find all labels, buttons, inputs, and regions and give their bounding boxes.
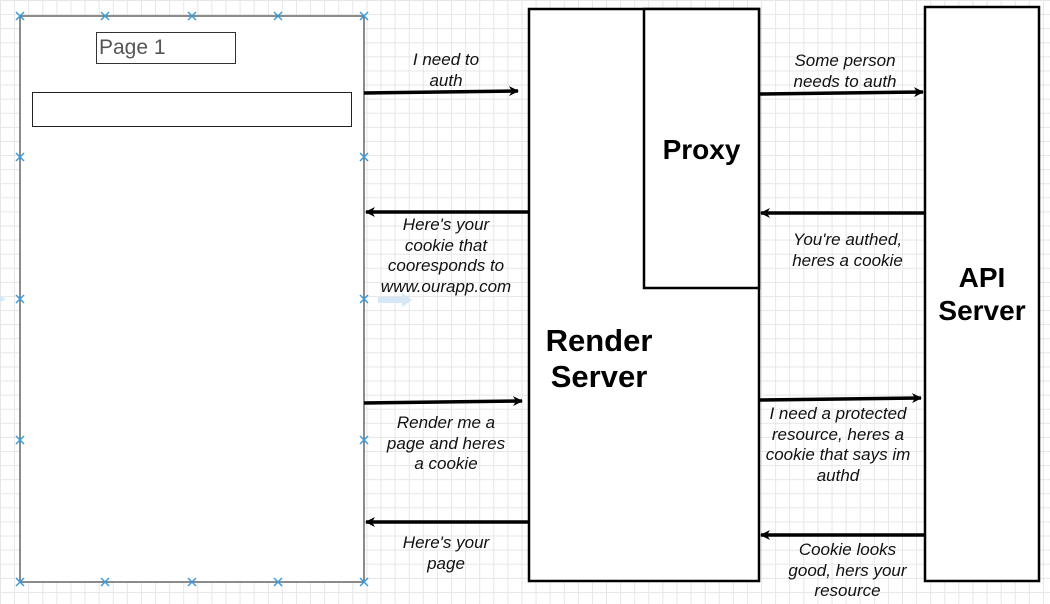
handle-left-1 <box>15 152 25 162</box>
handle-right-3 <box>359 435 369 445</box>
label-resource-response: Cookie looks good, hers your resource <box>788 540 907 600</box>
handle-bottom-3 <box>273 577 283 587</box>
arrow-someone-auth[interactable] <box>758 87 924 98</box>
page-header-bar[interactable] <box>32 92 352 127</box>
render-server-title: Render Server <box>545 323 653 394</box>
arrow-render-request[interactable] <box>363 396 523 407</box>
handle-bottom-right <box>359 577 369 587</box>
label-render-request: Render me a page and heres a cookie <box>386 413 506 473</box>
label-cookie-response: Here's your cookie that cooresponds to w… <box>380 215 512 296</box>
handle-bottom-1 <box>100 577 110 587</box>
page-title-label: Page 1 <box>99 36 166 59</box>
handle-left-2 <box>15 294 25 304</box>
handle-bottom-left <box>15 577 25 587</box>
label-someone-auth: Some person needs to auth <box>793 51 897 91</box>
selection-handles[interactable] <box>15 11 369 587</box>
connection-hint-arrows <box>0 293 412 307</box>
label-page-response: Here's your page <box>402 533 490 573</box>
handle-bottom-2 <box>187 577 197 587</box>
handle-top-left <box>15 11 25 21</box>
handle-top-1 <box>100 11 110 21</box>
page-title-box[interactable]: Page 1 <box>96 32 236 64</box>
label-protected-request: I need a protected resource, heres a coo… <box>765 404 911 485</box>
handle-left-3 <box>15 435 25 445</box>
handle-right-2 <box>359 294 369 304</box>
handle-top-2 <box>187 11 197 21</box>
label-need-auth: I need to auth <box>412 50 480 90</box>
handle-top-3 <box>273 11 283 21</box>
handle-top-right <box>359 11 369 21</box>
proxy-title: Proxy <box>662 134 741 165</box>
label-authed-response: You're authed, heres a cookie <box>792 230 903 270</box>
arrow-protected-request[interactable] <box>758 393 922 404</box>
handle-right-1 <box>359 152 369 162</box>
api-server-title: API Server <box>938 262 1026 326</box>
api-server-box[interactable] <box>923 5 1041 583</box>
arrow-need-auth[interactable] <box>363 86 519 97</box>
proxy-box[interactable] <box>642 7 761 290</box>
